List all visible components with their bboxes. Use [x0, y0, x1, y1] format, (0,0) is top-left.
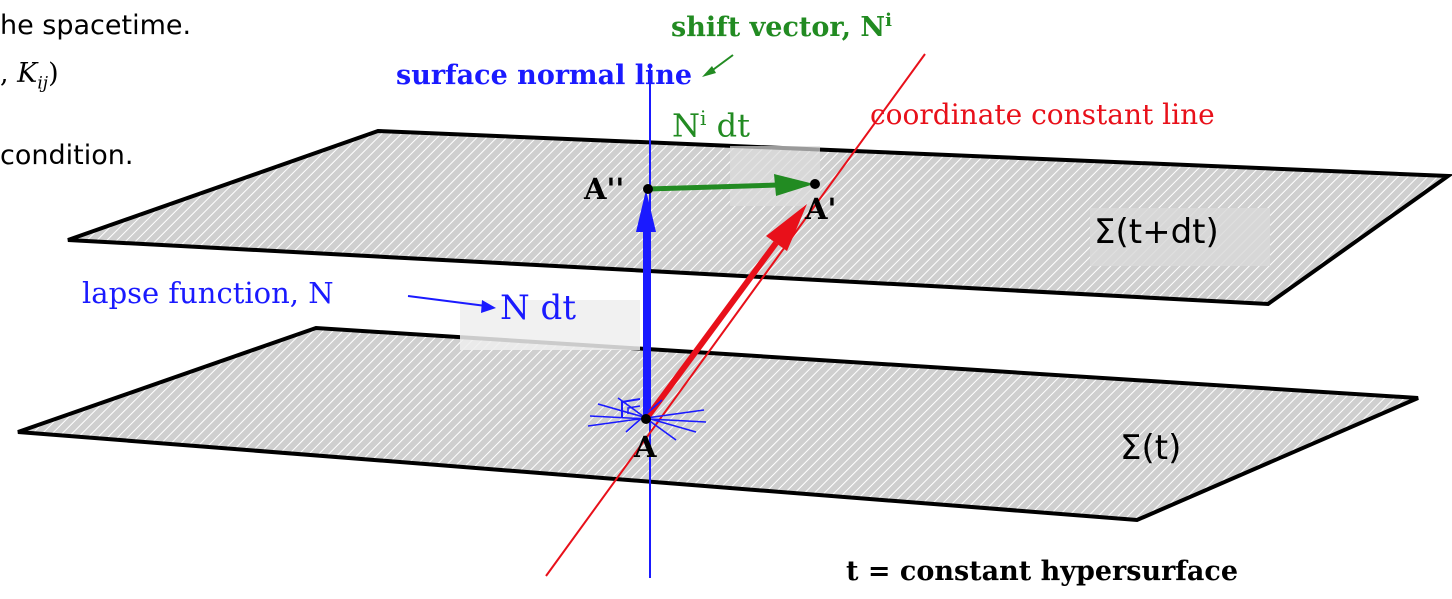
- point-a-prime-label: A': [805, 192, 837, 226]
- shift-pointer-head: [702, 66, 716, 77]
- shift-vector-label: shift vector, Ni: [671, 10, 892, 43]
- shift-pointer: [709, 54, 734, 73]
- coordinate-line-label: coordinate constant line: [870, 98, 1215, 131]
- intro-line-1: he spacetime.: [0, 10, 192, 41]
- shift-dt-sup: i: [700, 106, 707, 130]
- intro-math-sub: ij: [37, 73, 49, 94]
- point-a-prime-dot: [810, 179, 820, 189]
- right-angle-marker: [621, 398, 641, 418]
- point-a-dot: [641, 414, 651, 424]
- surface-normal-label: surface normal line: [396, 60, 693, 91]
- shift-vector-text: shift vector, N: [671, 12, 886, 43]
- lapse-dt-label: N dt: [500, 288, 576, 328]
- intro-math-suffix: ): [48, 58, 59, 89]
- blur-patch-sigma: [1090, 208, 1270, 266]
- lapse-arrowhead: [636, 190, 656, 232]
- point-a-double-prime-dot: [643, 184, 653, 194]
- shift-arrow-shaft: [647, 182, 779, 192]
- coordinate-arrowhead: [766, 204, 807, 251]
- point-a-double-prime-label: A'': [584, 172, 625, 206]
- lapse-function-label: lapse function, N: [82, 276, 334, 310]
- shift-arrowhead: [774, 174, 814, 196]
- shift-dt-suffix: dt: [706, 106, 750, 145]
- coordinate-constant-line: [545, 53, 926, 577]
- shift-dt-label: Ni dt: [672, 106, 750, 145]
- intro-line-2-prefix: ,: [0, 58, 18, 89]
- intro-line-2: , Kij): [0, 58, 59, 93]
- lapse-pointer-head: [481, 300, 496, 313]
- intro-line-3: condition.: [0, 140, 134, 171]
- lapse-pointer: [407, 295, 487, 307]
- shift-dt-base: N: [672, 106, 700, 145]
- sigma-lower-label: Σ(t): [1120, 428, 1182, 468]
- hypersurface-label: t = constant hypersurface: [846, 556, 1239, 587]
- coordinate-arrow-shaft: [643, 241, 779, 421]
- sigma-upper-label: Σ(t+dt): [1094, 212, 1219, 252]
- intro-math-base: K: [17, 58, 38, 89]
- lower-hypersurface: [17, 325, 1419, 523]
- right-angle-marker-inner: [627, 405, 641, 414]
- point-a-label: A: [634, 430, 657, 464]
- shift-vector-sup: i: [885, 10, 892, 31]
